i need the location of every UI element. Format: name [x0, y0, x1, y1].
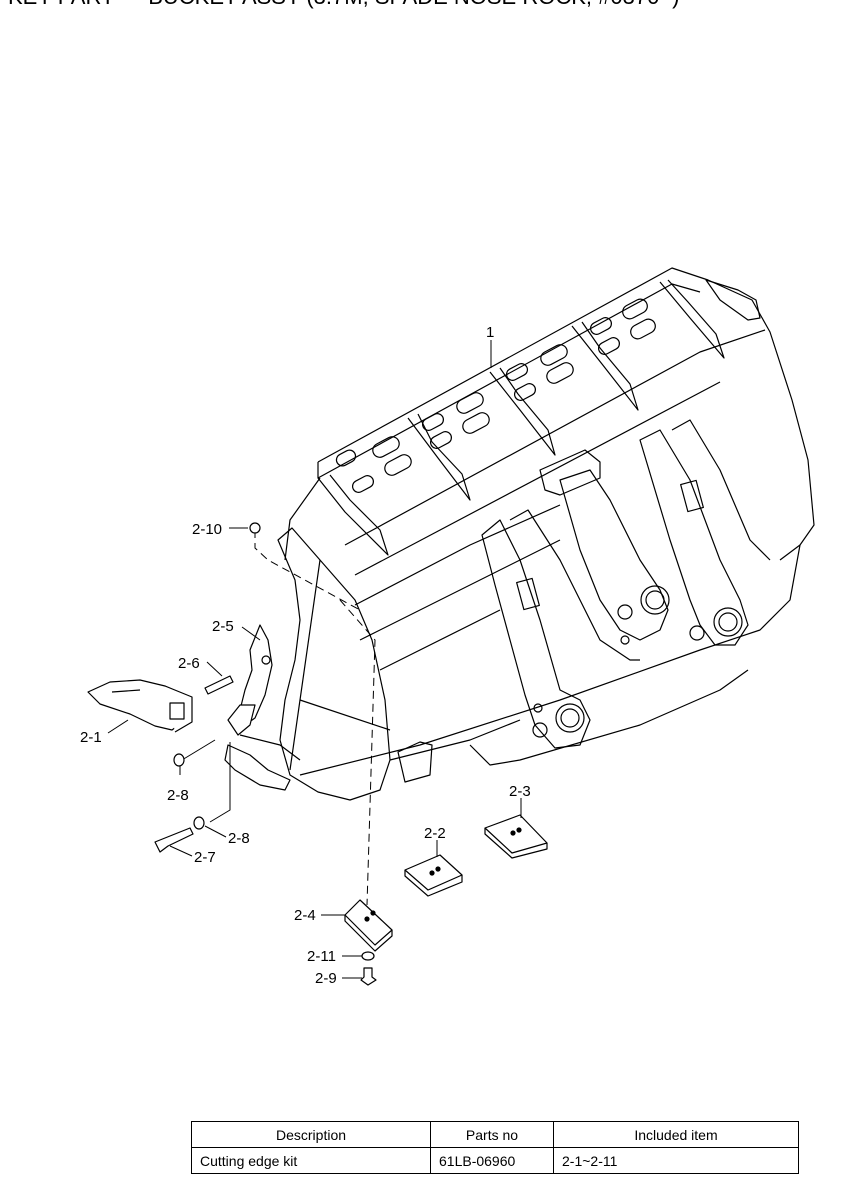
cell-included-item: 2-1~2-11 — [553, 1147, 799, 1174]
bolt-part — [154, 827, 194, 853]
washer-part-a — [173, 753, 185, 767]
table-row: Cutting edge kit 61LB-06960 2-1~2-11 — [191, 1147, 799, 1174]
cutting-edge-segment-4 — [344, 899, 393, 946]
bolt-part-small — [360, 967, 377, 986]
callout-2-9: 2-9 — [315, 970, 337, 987]
nut-part — [249, 522, 261, 534]
pin-part — [204, 675, 234, 695]
exploded-parts — [87, 522, 548, 986]
column-header-included-item: Included item — [553, 1121, 799, 1148]
cell-parts-no: 61LB-06960 — [430, 1147, 554, 1174]
callout-2-8a: 2-8 — [167, 787, 189, 804]
callout-2-5: 2-5 — [212, 618, 234, 635]
table-header-row: Description Parts no Included item — [191, 1121, 799, 1148]
page-header-title: KEY PART — BUCKET ASSY (3.7M, SPADE NOSE… — [8, 0, 679, 9]
callout-2-11: 2-11 — [307, 948, 336, 965]
callout-2-3: 2-3 — [509, 783, 531, 800]
adapter-plate — [239, 624, 273, 726]
callout-2-1: 2-1 — [80, 729, 102, 746]
parts-table: Description Parts no Included item Cutti… — [191, 1121, 799, 1174]
callout-1: 1 — [486, 324, 494, 341]
callout-2-7: 2-7 — [194, 849, 216, 866]
leader-lines — [107, 340, 522, 979]
cutting-edge-segment-3 — [484, 814, 548, 854]
bucket-body — [224, 267, 815, 801]
callout-labels: 1 2-10 2-5 2-6 2-1 2-8 2-8 2-7 2-2 2-3 2… — [80, 324, 531, 987]
callout-2-10: 2-10 — [192, 521, 222, 538]
callout-2-2: 2-2 — [424, 825, 446, 842]
callout-2-8b: 2-8 — [228, 830, 250, 847]
callout-2-6: 2-6 — [178, 655, 200, 672]
cell-description: Cutting edge kit — [191, 1147, 431, 1174]
column-header-description: Description — [191, 1121, 431, 1148]
washer-part-c — [361, 951, 375, 961]
column-header-parts-no: Parts no — [430, 1121, 554, 1148]
washer-part-b — [193, 816, 205, 830]
callout-2-4: 2-4 — [294, 907, 316, 924]
back-plate-slots — [335, 298, 656, 493]
assembly-lines — [181, 530, 376, 906]
hitch-brackets — [481, 279, 771, 749]
